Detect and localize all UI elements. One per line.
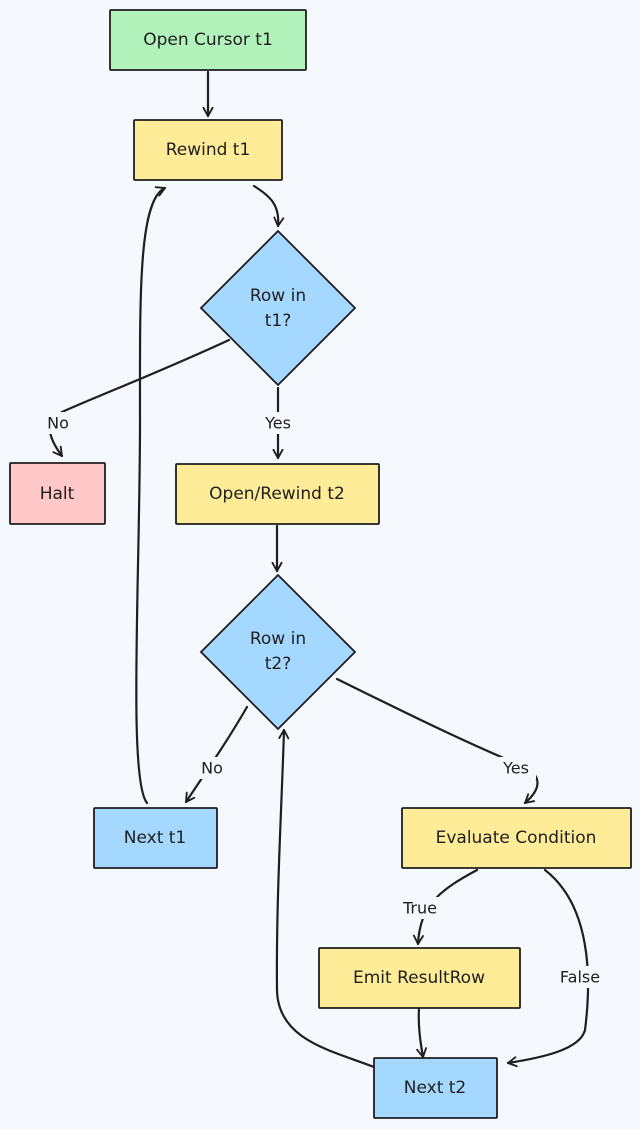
node-emit-result-row: Emit ResultRow <box>318 947 521 1009</box>
node-rewind-t1: Rewind t1 <box>133 119 283 181</box>
node-next-t1-label: Next t1 <box>124 828 187 848</box>
edge-next-t1-to-rewind-t1 <box>135 186 167 805</box>
edge-label-cond-false: False <box>560 968 600 987</box>
edge-label-t2-yes: Yes <box>502 759 529 778</box>
edge-labels: No Yes No Yes True False <box>42 412 607 988</box>
edge-label-t1-no: No <box>47 414 69 433</box>
edge-label-t1-yes: Yes <box>264 414 291 433</box>
node-row-in-t2: Row in t2? <box>199 573 357 731</box>
node-halt: Halt <box>9 462 106 525</box>
node-open-rewind-t2-label: Open/Rewind t2 <box>209 484 345 504</box>
node-evaluate-condition: Evaluate Condition <box>401 807 632 869</box>
edge-row-in-t2-no-to-next-t1 <box>184 705 249 804</box>
edge-row-in-t2-yes-to-evaluate <box>335 677 539 805</box>
edge-emit-to-next-t2 <box>416 1006 427 1059</box>
edge-label-t2-no: No <box>201 759 223 778</box>
edges <box>48 70 590 1069</box>
node-row-in-t1-label-line1: Row in <box>250 286 306 306</box>
node-row-in-t1: Row in t1? <box>199 229 357 387</box>
node-open-cursor-t1: Open Cursor t1 <box>109 9 307 71</box>
edge-next-t2-to-row-in-t2 <box>275 728 376 1069</box>
node-open-cursor-t1-label: Open Cursor t1 <box>143 30 273 50</box>
edge-rewind-to-row-in-t1 <box>252 184 285 228</box>
node-evaluate-condition-label: Evaluate Condition <box>436 828 597 848</box>
node-next-t2-label: Next t2 <box>404 1078 467 1098</box>
edge-label-cond-true: True <box>402 899 437 918</box>
node-row-in-t2-label-line2: t2? <box>265 654 292 674</box>
edge-evaluate-false-to-next-t2 <box>506 868 590 1068</box>
nodes: Open Cursor t1 Rewind t1 Row in t1? Halt… <box>9 9 632 1119</box>
node-emit-result-row-label: Emit ResultRow <box>353 968 485 988</box>
node-rewind-t1-label: Rewind t1 <box>166 140 251 160</box>
node-next-t1: Next t1 <box>93 807 218 869</box>
node-next-t2: Next t2 <box>373 1057 498 1119</box>
node-halt-label: Halt <box>40 484 75 504</box>
node-row-in-t2-label-line1: Row in <box>250 629 306 649</box>
node-open-rewind-t2: Open/Rewind t2 <box>175 463 380 525</box>
node-row-in-t1-label-line2: t1? <box>265 311 292 331</box>
